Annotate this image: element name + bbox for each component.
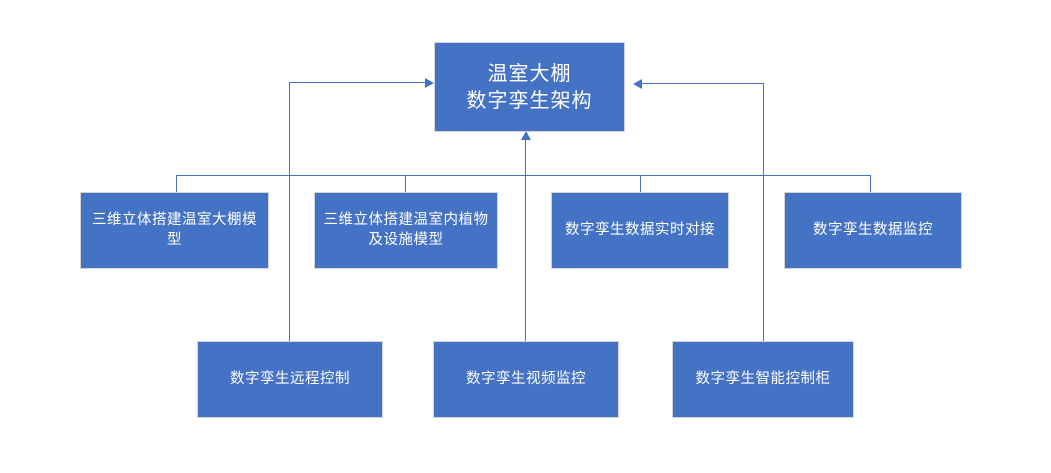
edge-control-cabinet-vertical <box>763 83 764 341</box>
node-smart-control-cabinet-label: 数字孪生智能控制柜 <box>695 370 831 387</box>
edge-bar-to-node-3 <box>640 175 641 192</box>
node-data-monitoring-label: 数字孪生数据监控 <box>813 221 933 238</box>
arrow-into-root-bottom <box>521 131 531 140</box>
node-data-monitoring[interactable]: 数字孪生数据监控 <box>784 192 962 269</box>
node-3d-plant-facility-model-label: 三维立体搭建温室内植物及设施模型 <box>323 211 489 248</box>
root-node[interactable]: 温室大棚 数字孪生架构 <box>434 42 625 132</box>
edge-bar-to-node-2 <box>405 175 406 192</box>
node-3d-plant-facility-model[interactable]: 三维立体搭建温室内植物及设施模型 <box>314 192 498 269</box>
node-3d-greenhouse-model[interactable]: 三维立体搭建温室大棚模型 <box>80 192 269 269</box>
edge-control-cabinet-horizontal <box>642 83 764 84</box>
distribution-bar <box>176 175 870 176</box>
node-realtime-data-integration-label: 数字孪生数据实时对接 <box>565 221 715 238</box>
edge-remote-control-vertical <box>289 82 290 341</box>
node-remote-control[interactable]: 数字孪生远程控制 <box>197 341 383 418</box>
edge-bar-to-node-1 <box>176 175 177 192</box>
arrow-into-root-left <box>425 78 434 88</box>
edge-video-monitor-vertical <box>525 139 526 341</box>
arrow-into-root-right <box>633 79 642 89</box>
node-video-monitoring-label: 数字孪生视频监控 <box>466 370 586 387</box>
node-remote-control-label: 数字孪生远程控制 <box>230 370 350 387</box>
node-smart-control-cabinet[interactable]: 数字孪生智能控制柜 <box>672 341 854 418</box>
node-realtime-data-integration[interactable]: 数字孪生数据实时对接 <box>551 192 729 269</box>
edge-bar-to-node-4 <box>870 175 871 192</box>
root-node-label: 温室大棚 数字孪生架构 <box>466 61 593 112</box>
node-3d-greenhouse-model-label: 三维立体搭建温室大棚模型 <box>92 211 257 248</box>
edge-remote-control-horizontal <box>289 82 427 83</box>
node-video-monitoring[interactable]: 数字孪生视频监控 <box>433 341 619 418</box>
